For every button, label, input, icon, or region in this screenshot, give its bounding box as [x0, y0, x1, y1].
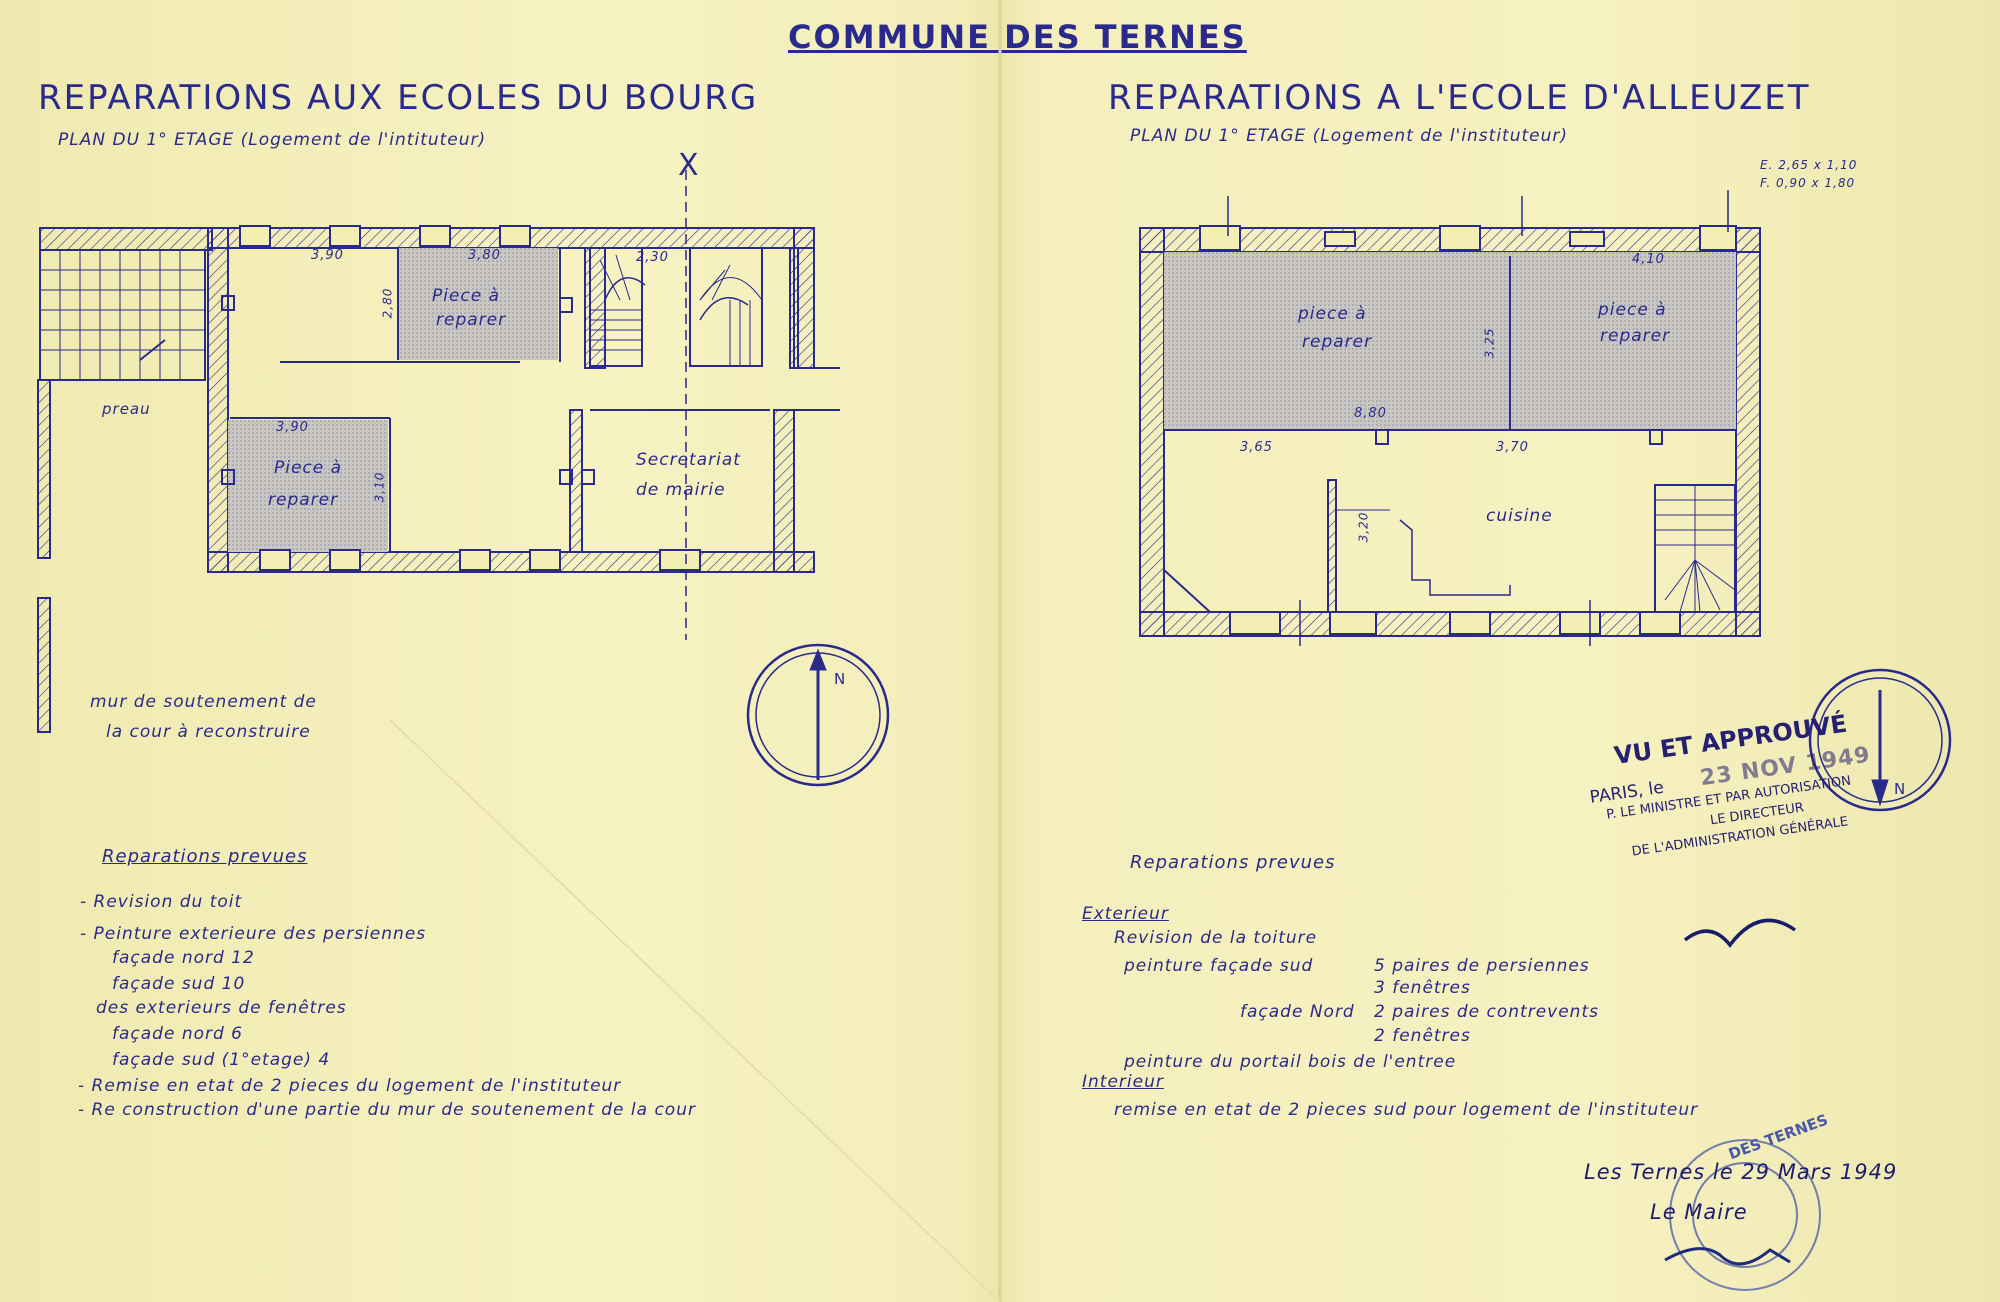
list-item: 3 fenêtres — [1374, 978, 1471, 998]
list-item: façade Nord — [1240, 1002, 1355, 1022]
dim-label: 3,10 — [372, 471, 387, 503]
right-dims-note-1: E. 2,65 x 1,10 — [1760, 158, 1858, 172]
mayor-signature — [1664, 1247, 1791, 1266]
room-label: reparer — [268, 490, 339, 510]
dim-label: 4,10 — [1632, 252, 1665, 267]
director-signature — [1683, 918, 1797, 948]
left-compass — [746, 643, 890, 787]
right-compass — [1808, 668, 1952, 812]
room-label: cuisine — [1486, 506, 1553, 526]
left-title: REPARATIONS AUX ECOLES DU BOURG — [38, 78, 759, 118]
dim-label: 8,80 — [1354, 406, 1387, 421]
room-label: reparer — [1302, 332, 1373, 352]
room-label: reparer — [436, 310, 507, 330]
dim-label: 3,90 — [311, 248, 344, 263]
dim-label: 3,65 — [1240, 440, 1273, 455]
list-item: remise en etat de 2 pieces sud pour loge… — [1114, 1100, 1699, 1120]
list-item: - Remise en etat de 2 pieces du logement… — [78, 1076, 622, 1096]
list-item: façade sud (1°etage) 4 — [112, 1050, 331, 1070]
right-floor-plan — [1139, 190, 1761, 646]
room-label: Piece à — [432, 286, 501, 306]
compass-n-label: N — [834, 670, 847, 688]
dim-label: 3,25 — [1482, 327, 1497, 359]
list-item: des exterieurs de fenêtres — [96, 998, 347, 1018]
dim-label: 3,80 — [468, 248, 501, 263]
list-item: 2 fenêtres — [1374, 1026, 1471, 1046]
list-item: - Re construction d'une partie du mur de… — [78, 1100, 696, 1120]
commune-heading: COMMUNE DES TERNES — [788, 18, 1247, 56]
list-item: - Revision du toit — [80, 892, 243, 912]
wall-note: mur de soutenement de — [90, 692, 317, 712]
list-item: peinture du portail bois de l'entree — [1124, 1052, 1457, 1072]
right-repairs-title: Reparations prevues — [1130, 852, 1336, 873]
dim-label: 2,30 — [636, 250, 669, 265]
list-item: 5 paires de persiennes — [1374, 956, 1590, 976]
list-item: façade nord 6 — [112, 1024, 243, 1044]
mairie-stamp-shape — [1669, 1139, 1821, 1291]
compass-n-label: N — [1894, 780, 1907, 798]
list-item: 2 paires de contrevents — [1374, 1002, 1599, 1022]
room-label: piece à — [1298, 304, 1367, 324]
room-label: Secretariat — [636, 450, 741, 470]
list-item: Revision de la toiture — [1114, 928, 1318, 948]
dim-label: 2,80 — [380, 287, 395, 319]
handwritten-date: Les Ternes le 29 Mars 1949 — [1584, 1160, 1898, 1184]
dim-label: 3,90 — [276, 420, 309, 435]
left-floor-plan — [37, 170, 840, 733]
wall-note: la cour à reconstruire — [106, 722, 311, 742]
list-item: peinture façade sud — [1124, 956, 1314, 976]
dim-label: 3,20 — [1356, 511, 1371, 543]
exterieur-heading: Exterieur — [1082, 904, 1169, 924]
handwritten-maire: Le Maire — [1650, 1200, 1748, 1224]
interieur-heading: Interieur — [1082, 1072, 1164, 1092]
right-dims-note-2: F. 0,90 x 1,80 — [1760, 176, 1856, 190]
list-item: façade sud 10 — [112, 974, 246, 994]
list-item: façade nord 12 — [112, 948, 255, 968]
axis-mark: X — [678, 148, 699, 183]
room-label: piece à — [1598, 300, 1667, 320]
list-item: - Peinture exterieure des persiennes — [80, 924, 427, 944]
left-subtitle: PLAN DU 1° ETAGE (Logement de l'intitute… — [58, 130, 487, 150]
room-label: Piece à — [274, 458, 343, 478]
dim-label: 3,70 — [1496, 440, 1529, 455]
room-label: de mairie — [636, 480, 726, 500]
preau-label: preau — [102, 400, 151, 418]
right-subtitle: PLAN DU 1° ETAGE (Logement de l'institut… — [1130, 126, 1569, 146]
right-title: REPARATIONS A L'ECOLE D'ALLEUZET — [1108, 78, 1811, 118]
room-label: reparer — [1600, 326, 1671, 346]
left-repairs-title: Reparations prevues — [102, 846, 308, 867]
